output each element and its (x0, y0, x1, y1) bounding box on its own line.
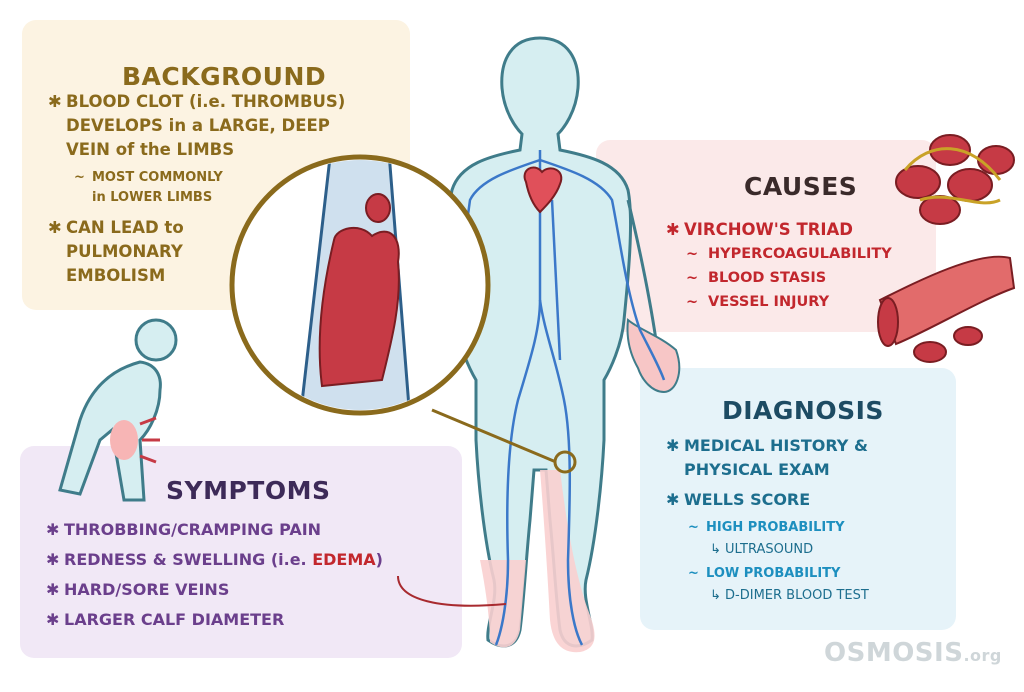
diagnosis-low-next: ↳ D-DIMER BLOOD TEST (710, 588, 869, 603)
person-in-pain-icon (58, 318, 178, 502)
asterisk-icon: ✱ (666, 436, 680, 455)
asterisk-icon: ✱ (46, 550, 60, 569)
symptom-item-3: ✱HARD/SORE VEINS (46, 578, 229, 602)
symptom-item-4: ✱LARGER CALF DIAMETER (46, 608, 284, 632)
diagnosis-item-2: ✱WELLS SCORE (666, 488, 810, 512)
diagnosis-high-next: ↳ ULTRASOUND (710, 542, 814, 557)
causes-title: CAUSES (744, 172, 858, 201)
edema-pointer (397, 575, 507, 607)
magnifier-target (553, 450, 577, 474)
symptom-item-2: ✱REDNESS & SWELLING (i.e. EDEMA) (46, 548, 383, 572)
causes-sub-3: ~VESSEL INJURY (686, 294, 830, 310)
causes-sub-1: ~HYPERCOAGULABILITY (686, 246, 892, 262)
asterisk-icon: ✱ (48, 218, 62, 237)
osmosis-logo: OSMOSIS.org (824, 638, 1002, 668)
symptom-item-1: ✱THROBBING/CRAMPING PAIN (46, 518, 321, 542)
causes-main: ✱VIRCHOW'S TRIAD (666, 218, 853, 242)
background-item-1-line-3: VEIN of the LIMBS (66, 140, 235, 159)
background-sub-2: in LOWER LIMBS (92, 190, 213, 205)
diagnosis-title: DIAGNOSIS (722, 396, 884, 425)
injured-vessel-icon (877, 255, 1016, 363)
background-item-2: ✱CAN LEAD to (48, 216, 184, 240)
causes-sub-2: ~BLOOD STASIS (686, 270, 827, 286)
arrow-right-icon: ↳ (710, 542, 726, 557)
blood-cells-icon (895, 134, 1015, 225)
asterisk-icon: ✱ (48, 92, 62, 111)
asterisk-icon: ✱ (666, 490, 680, 509)
causes-panel: CAUSES ✱VIRCHOW'S TRIAD ~HYPERCOAGULABIL… (596, 140, 936, 332)
diagnosis-panel: DIAGNOSIS ✱MEDICAL HISTORY & PHYSICAL EX… (640, 368, 956, 630)
diagnosis-high: ~HIGH PROBABILITY (688, 520, 845, 535)
asterisk-icon: ✱ (46, 580, 60, 599)
background-item-1-line-2: DEVELOPS in a LARGE, DEEP (66, 116, 330, 135)
background-sub-1: ~MOST COMMONLY (74, 170, 223, 185)
background-item-2-line-2: PULMONARY (66, 242, 183, 261)
diagnosis-item-1-line-2: PHYSICAL EXAM (684, 460, 830, 479)
magnifier-connector (431, 408, 557, 464)
background-item-2-line-3: EMBOLISM (66, 266, 166, 285)
heart-icon (523, 166, 563, 214)
asterisk-icon: ✱ (46, 520, 60, 539)
background-item-1: ✱BLOOD CLOT (i.e. THROMBUS) (48, 90, 345, 114)
diagnosis-low: ~LOW PROBABILITY (688, 566, 841, 581)
symptoms-panel: SYMPTOMS ✱THROBBING/CRAMPING PAIN ✱REDNE… (20, 446, 462, 658)
arrow-right-icon: ↳ (710, 588, 726, 603)
edema-highlight: EDEMA (312, 550, 376, 569)
clot-magnifier (229, 154, 491, 416)
asterisk-icon: ✱ (46, 610, 60, 629)
symptoms-title: SYMPTOMS (166, 476, 331, 505)
asterisk-icon: ✱ (666, 220, 680, 239)
background-title: BACKGROUND (122, 62, 327, 91)
diagnosis-item-1: ✱MEDICAL HISTORY & (666, 434, 868, 458)
